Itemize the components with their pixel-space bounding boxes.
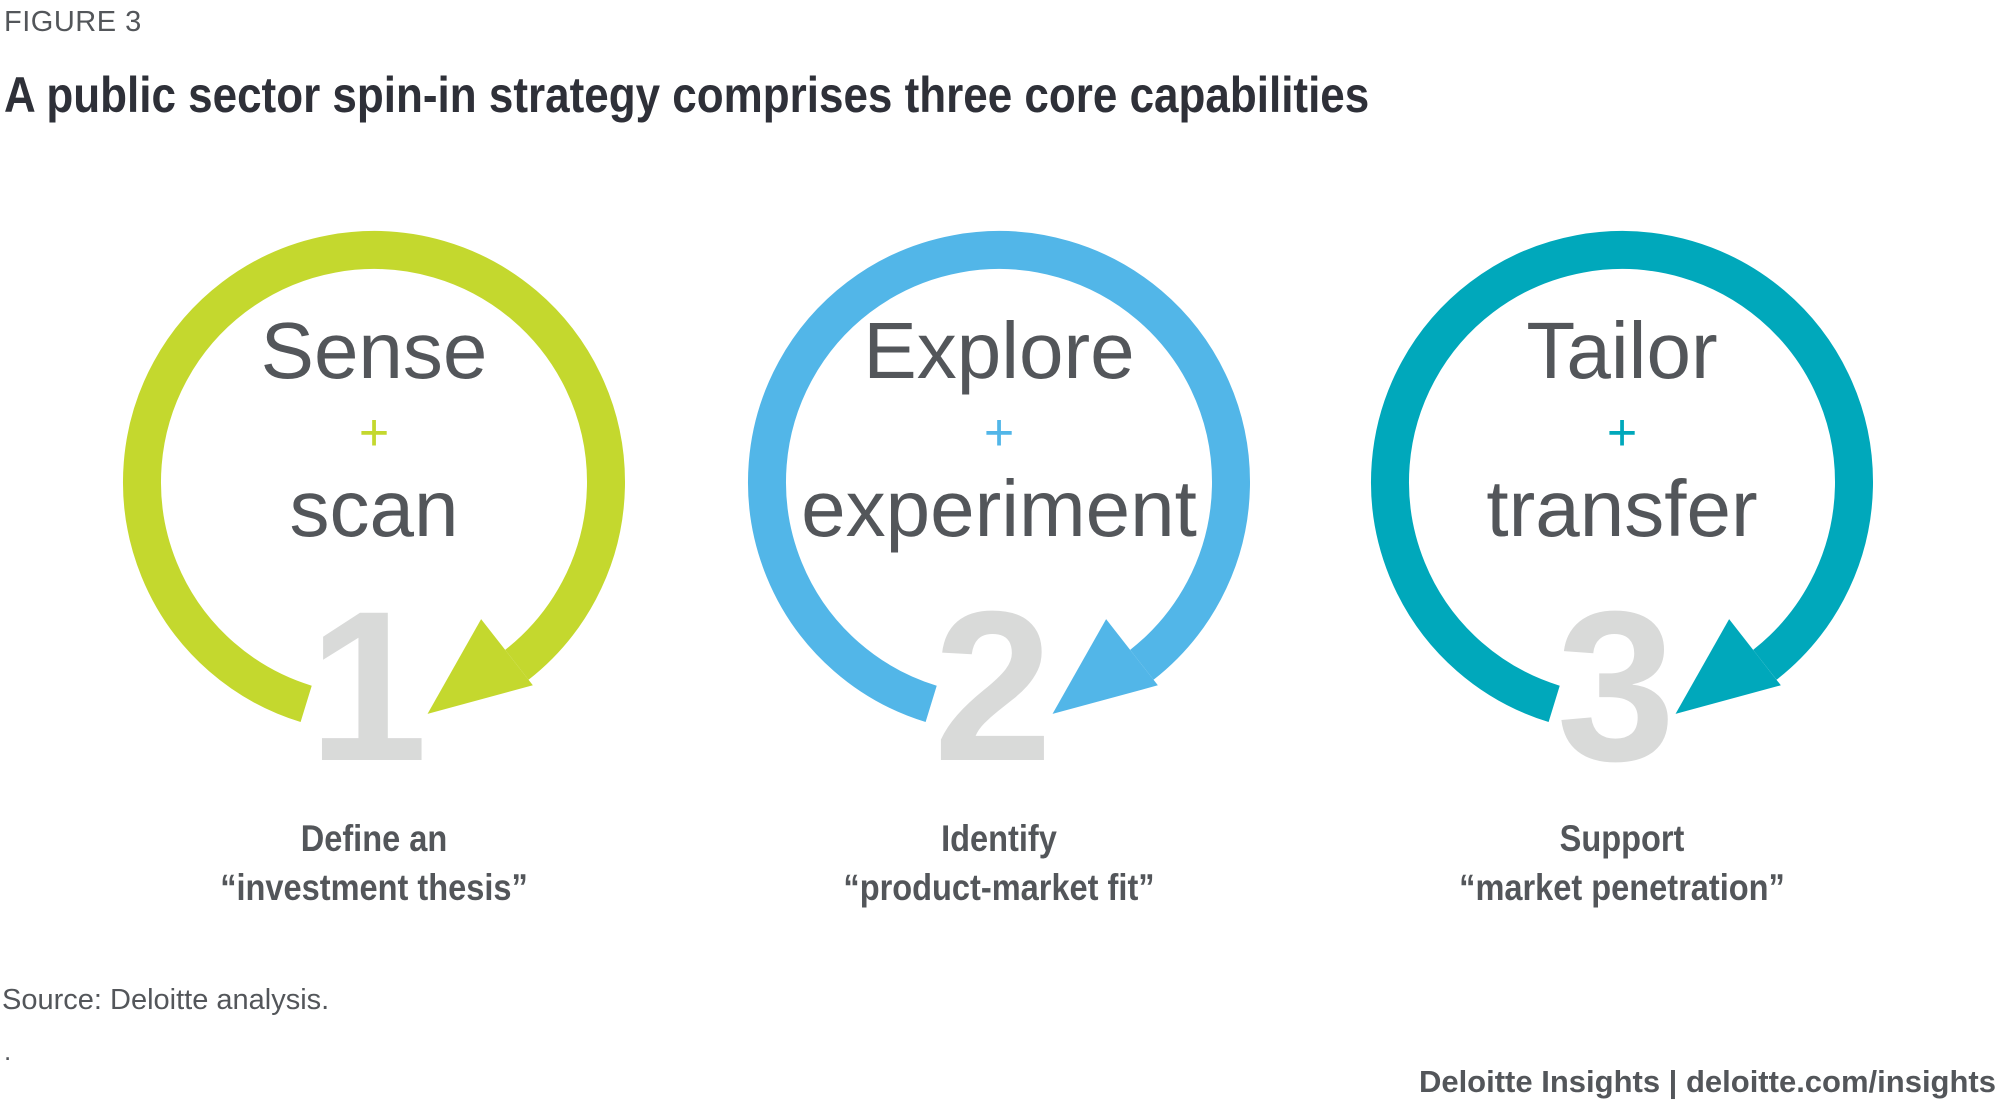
capability-1-caption: Define an “investment thesis” — [110, 814, 638, 912]
arrowhead-icon — [1675, 619, 1781, 714]
capability-word-2: transfer — [1486, 464, 1757, 553]
page-title: A public sector spin-in strategy compris… — [4, 67, 1370, 123]
caption-line-1: Define an — [300, 818, 448, 859]
step-number: 1 — [308, 567, 427, 806]
figure-label: FIGURE 3 — [4, 6, 142, 38]
cycle-arrow-ring — [748, 231, 1250, 723]
caption-line-2: “investment thesis” — [220, 867, 528, 908]
step-number: 2 — [933, 567, 1052, 806]
capability-word-2: scan — [290, 464, 459, 553]
capability-2: 2 Explore + experiment — [748, 231, 1250, 806]
capability-word-1: Sense — [261, 306, 488, 395]
capability-word-1: Tailor — [1526, 306, 1717, 395]
footer-credit: Deloitte Insights | deloitte.com/insight… — [1418, 1064, 1996, 1099]
caption-line-1: Identify — [941, 818, 1057, 859]
footnote-dot: . — [4, 1036, 12, 1066]
step-number: 3 — [1556, 567, 1675, 806]
capability-3: 3 Tailor + transfer — [1371, 231, 1873, 806]
capability-1: 1 Sense + scan — [123, 231, 625, 806]
caption-line-2: “product-market fit” — [843, 867, 1155, 908]
cycle-arrow-ring — [1371, 231, 1873, 723]
plus-sign: + — [359, 404, 389, 462]
capability-word-1: Explore — [863, 306, 1134, 395]
capability-3-caption: Support “market penetration” — [1358, 814, 1886, 912]
arrowhead-icon — [427, 619, 533, 714]
caption-line-1: Support — [1559, 818, 1685, 859]
caption-line-2: “market penetration” — [1459, 867, 1785, 908]
arrowhead-icon — [1052, 619, 1158, 714]
plus-sign: + — [1607, 404, 1637, 462]
plus-sign: + — [984, 404, 1014, 462]
capability-word-2: experiment — [801, 464, 1197, 553]
source-note: Source: Deloitte analysis. — [2, 984, 330, 1016]
capability-2-caption: Identify “product-market fit” — [735, 814, 1263, 912]
cycle-arrow-ring — [123, 231, 625, 723]
